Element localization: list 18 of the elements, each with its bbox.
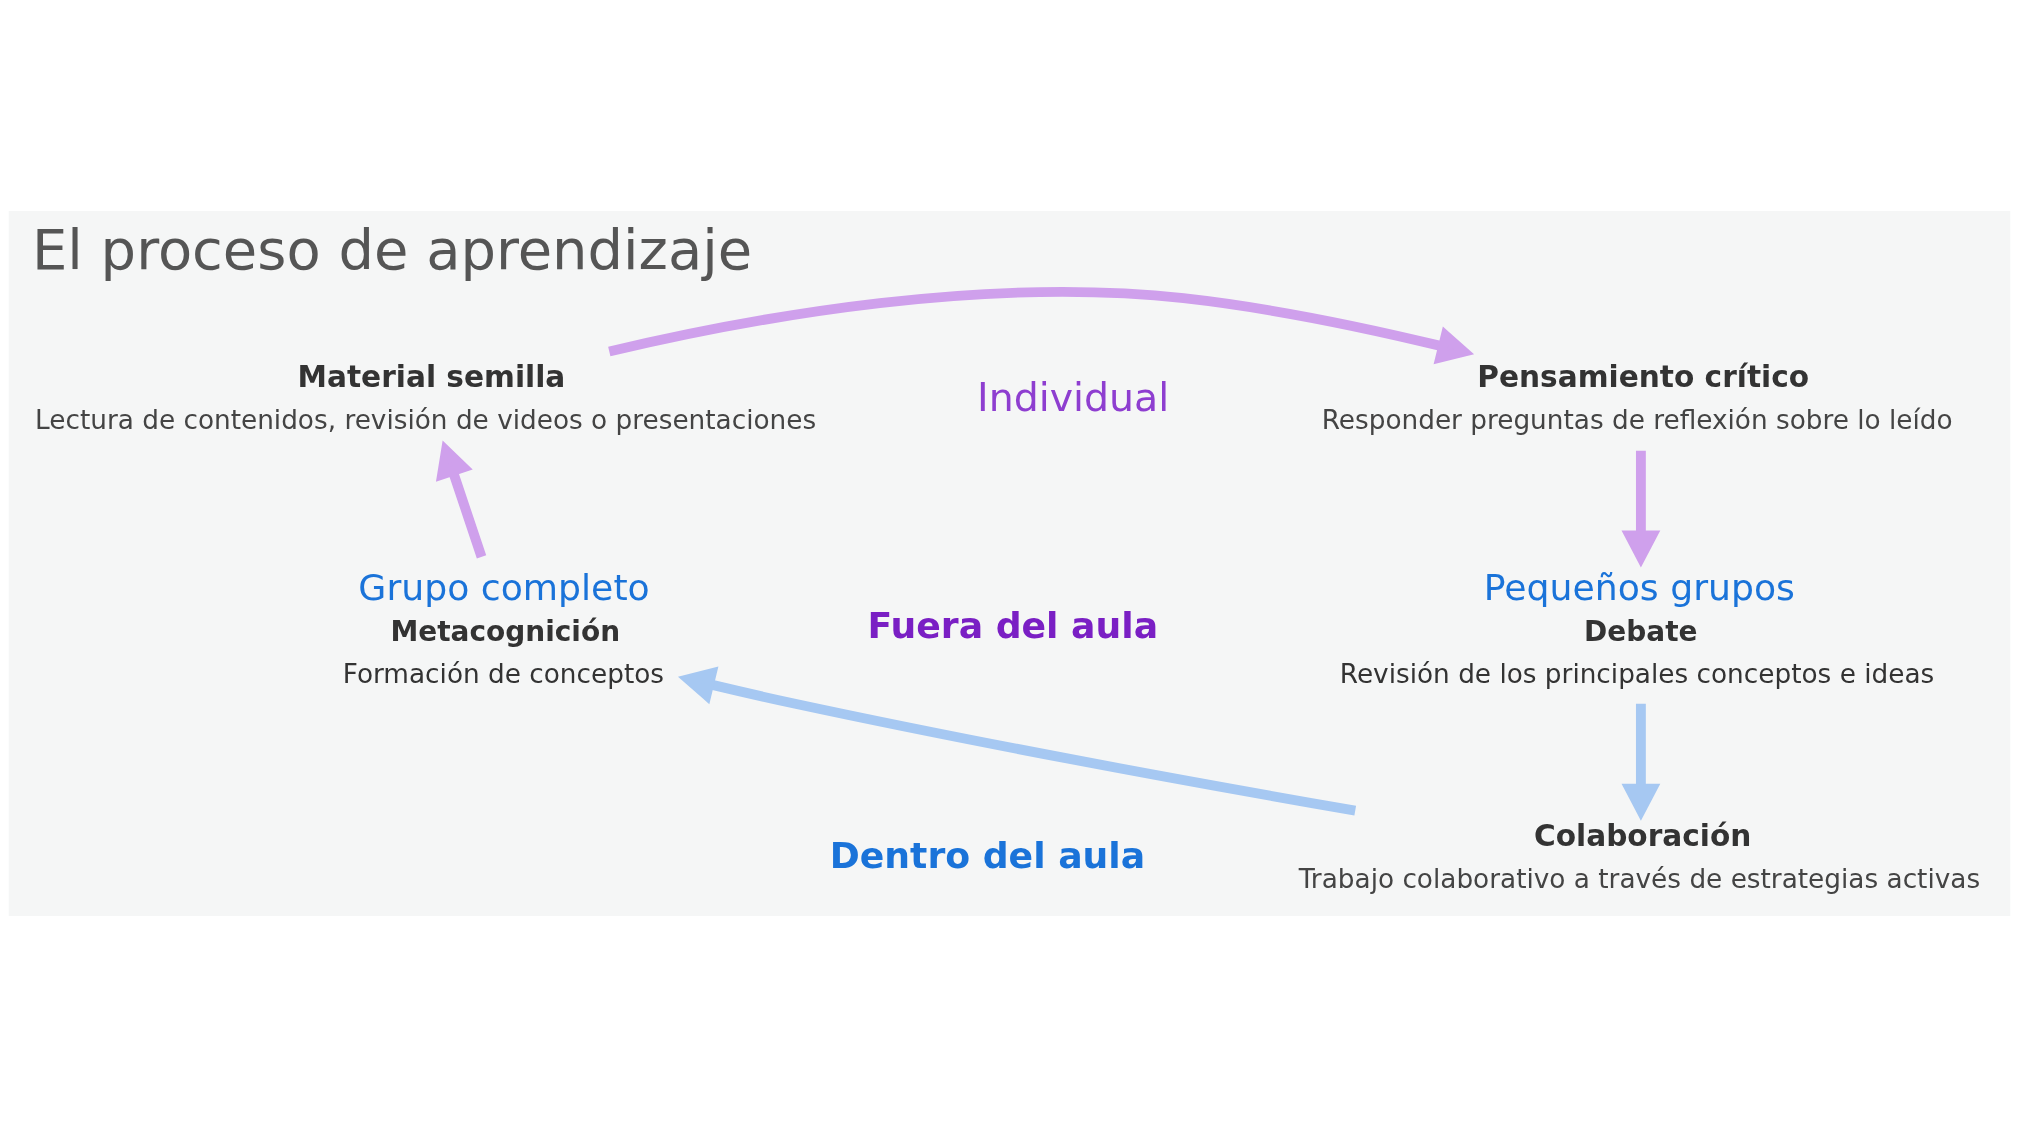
diagram-title: El proceso de aprendizaje: [31, 216, 753, 282]
node-label: Metacognición: [390, 615, 621, 649]
node-label: Formación de conceptos: [342, 658, 665, 689]
node-label: Revisión de los principales conceptos e ideas: [1339, 658, 1935, 689]
label: Dentro del aula: [829, 833, 1146, 877]
arrow: [1621, 703, 1661, 821]
node-text: Colaboración Trabajo colaborativo a través de estrategias activas: [1298, 818, 1981, 894]
node-text: Pensamiento crítico Responder preguntas de reflexión sobre lo leído: [1321, 359, 1953, 435]
node-text: Pequeños grupos: [1483, 566, 1795, 610]
label: Fuera del aula: [867, 604, 1159, 648]
arrow: [677, 666, 1357, 816]
label: Individual: [977, 374, 1170, 421]
node-label: Debate: [1584, 615, 1698, 649]
arrow: [1621, 450, 1661, 568]
arrow: [608, 287, 1475, 365]
node-text: Grupo completo: [358, 566, 650, 610]
arrow: [435, 440, 487, 559]
node-text: Material semilla Lectura de contenidos, revisión de videos o presentaciones: [35, 359, 817, 435]
